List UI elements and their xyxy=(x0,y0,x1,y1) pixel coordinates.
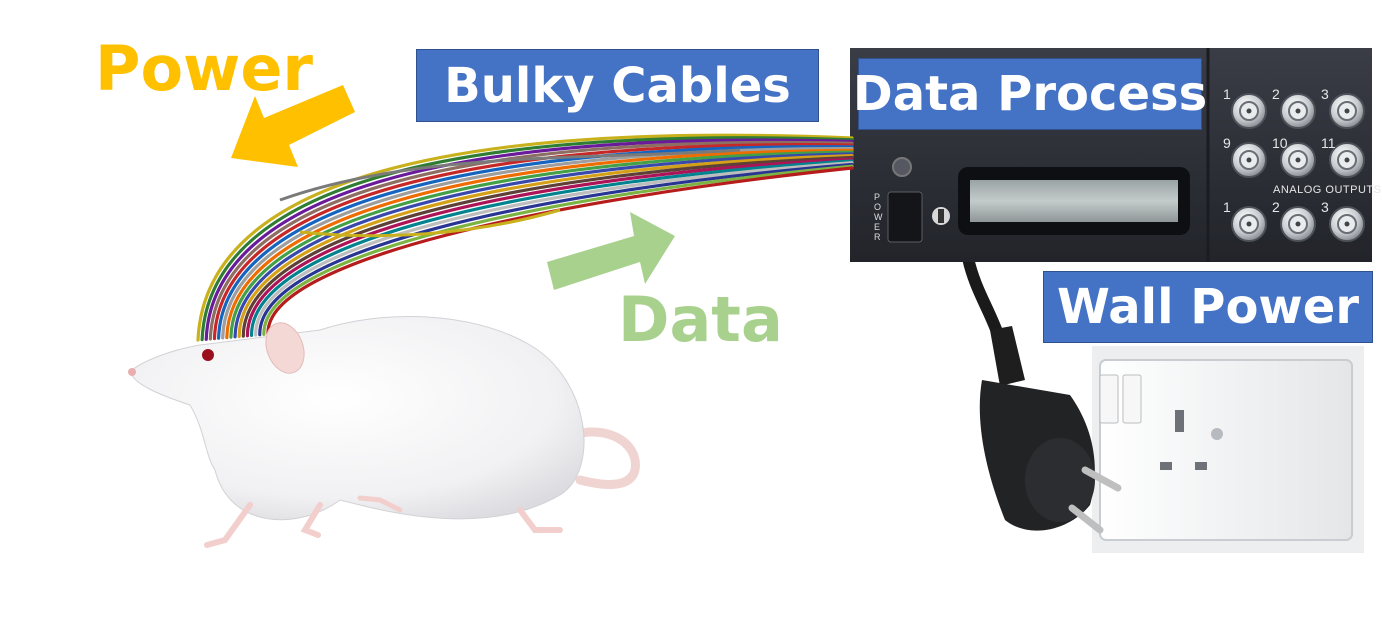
vfd-display xyxy=(970,180,1178,222)
cable-wire xyxy=(204,138,854,341)
power-arrow-icon xyxy=(231,85,355,167)
cable-wire xyxy=(208,140,854,341)
rat-illustration xyxy=(128,316,640,548)
port-number: 11 xyxy=(1321,135,1336,151)
data-process-label: Data Process xyxy=(853,58,1207,130)
cable-wire xyxy=(245,157,854,338)
cable-wire xyxy=(266,166,854,336)
power-plug-illustration xyxy=(962,252,1122,534)
bnc-connector-row2-3 xyxy=(1329,142,1365,178)
wall-outlet-illustration xyxy=(1092,346,1364,553)
cable-wire xyxy=(258,162,854,337)
cable-wire xyxy=(216,145,854,340)
cable-wire xyxy=(279,148,741,202)
cable-wire xyxy=(200,136,854,342)
port-number: 2 xyxy=(1272,199,1280,215)
bnc-connector-row1-3 xyxy=(1329,93,1365,129)
port-number: 1 xyxy=(1223,86,1231,102)
cable-wire xyxy=(212,143,854,341)
bnc-connector-row3-2 xyxy=(1280,206,1316,242)
data-arrow-icon xyxy=(547,212,675,290)
cable-wire xyxy=(225,148,854,340)
bnc-connector-row1-1 xyxy=(1231,93,1267,129)
bnc-connector-row3-1 xyxy=(1231,206,1267,242)
indicator-led-icon xyxy=(892,157,912,177)
bulky-cables-illustration xyxy=(196,133,854,342)
bnc-connector-row3-3 xyxy=(1329,206,1365,242)
port-number: 3 xyxy=(1321,86,1329,102)
cable-wire xyxy=(237,154,854,339)
port-number: 10 xyxy=(1272,135,1288,151)
wall-power-label: Wall Power xyxy=(1043,271,1373,343)
bnc-connector-row2-1 xyxy=(1231,142,1267,178)
cable-wire xyxy=(229,150,854,339)
port-number: 3 xyxy=(1321,199,1329,215)
port-number: 9 xyxy=(1223,135,1231,151)
power-switch[interactable] xyxy=(887,191,923,243)
cable-wire xyxy=(249,159,854,338)
data-label: Data xyxy=(618,283,783,356)
power-label: Power xyxy=(95,32,313,105)
cable-wire xyxy=(254,161,854,337)
cable-wire xyxy=(299,208,561,238)
bnc-connector-row1-2 xyxy=(1280,93,1316,129)
port-number: 1 xyxy=(1223,199,1231,215)
port-number: 2 xyxy=(1272,86,1280,102)
cable-wire xyxy=(233,152,854,339)
bnc-connector-row2-2 xyxy=(1280,142,1316,178)
bulky-cables-label: Bulky Cables xyxy=(416,49,819,122)
analog-outputs-label: ANALOG OUTPUTS xyxy=(1273,184,1381,196)
cable-wire xyxy=(241,155,854,338)
power-switch-label: P O W E R xyxy=(874,192,885,242)
